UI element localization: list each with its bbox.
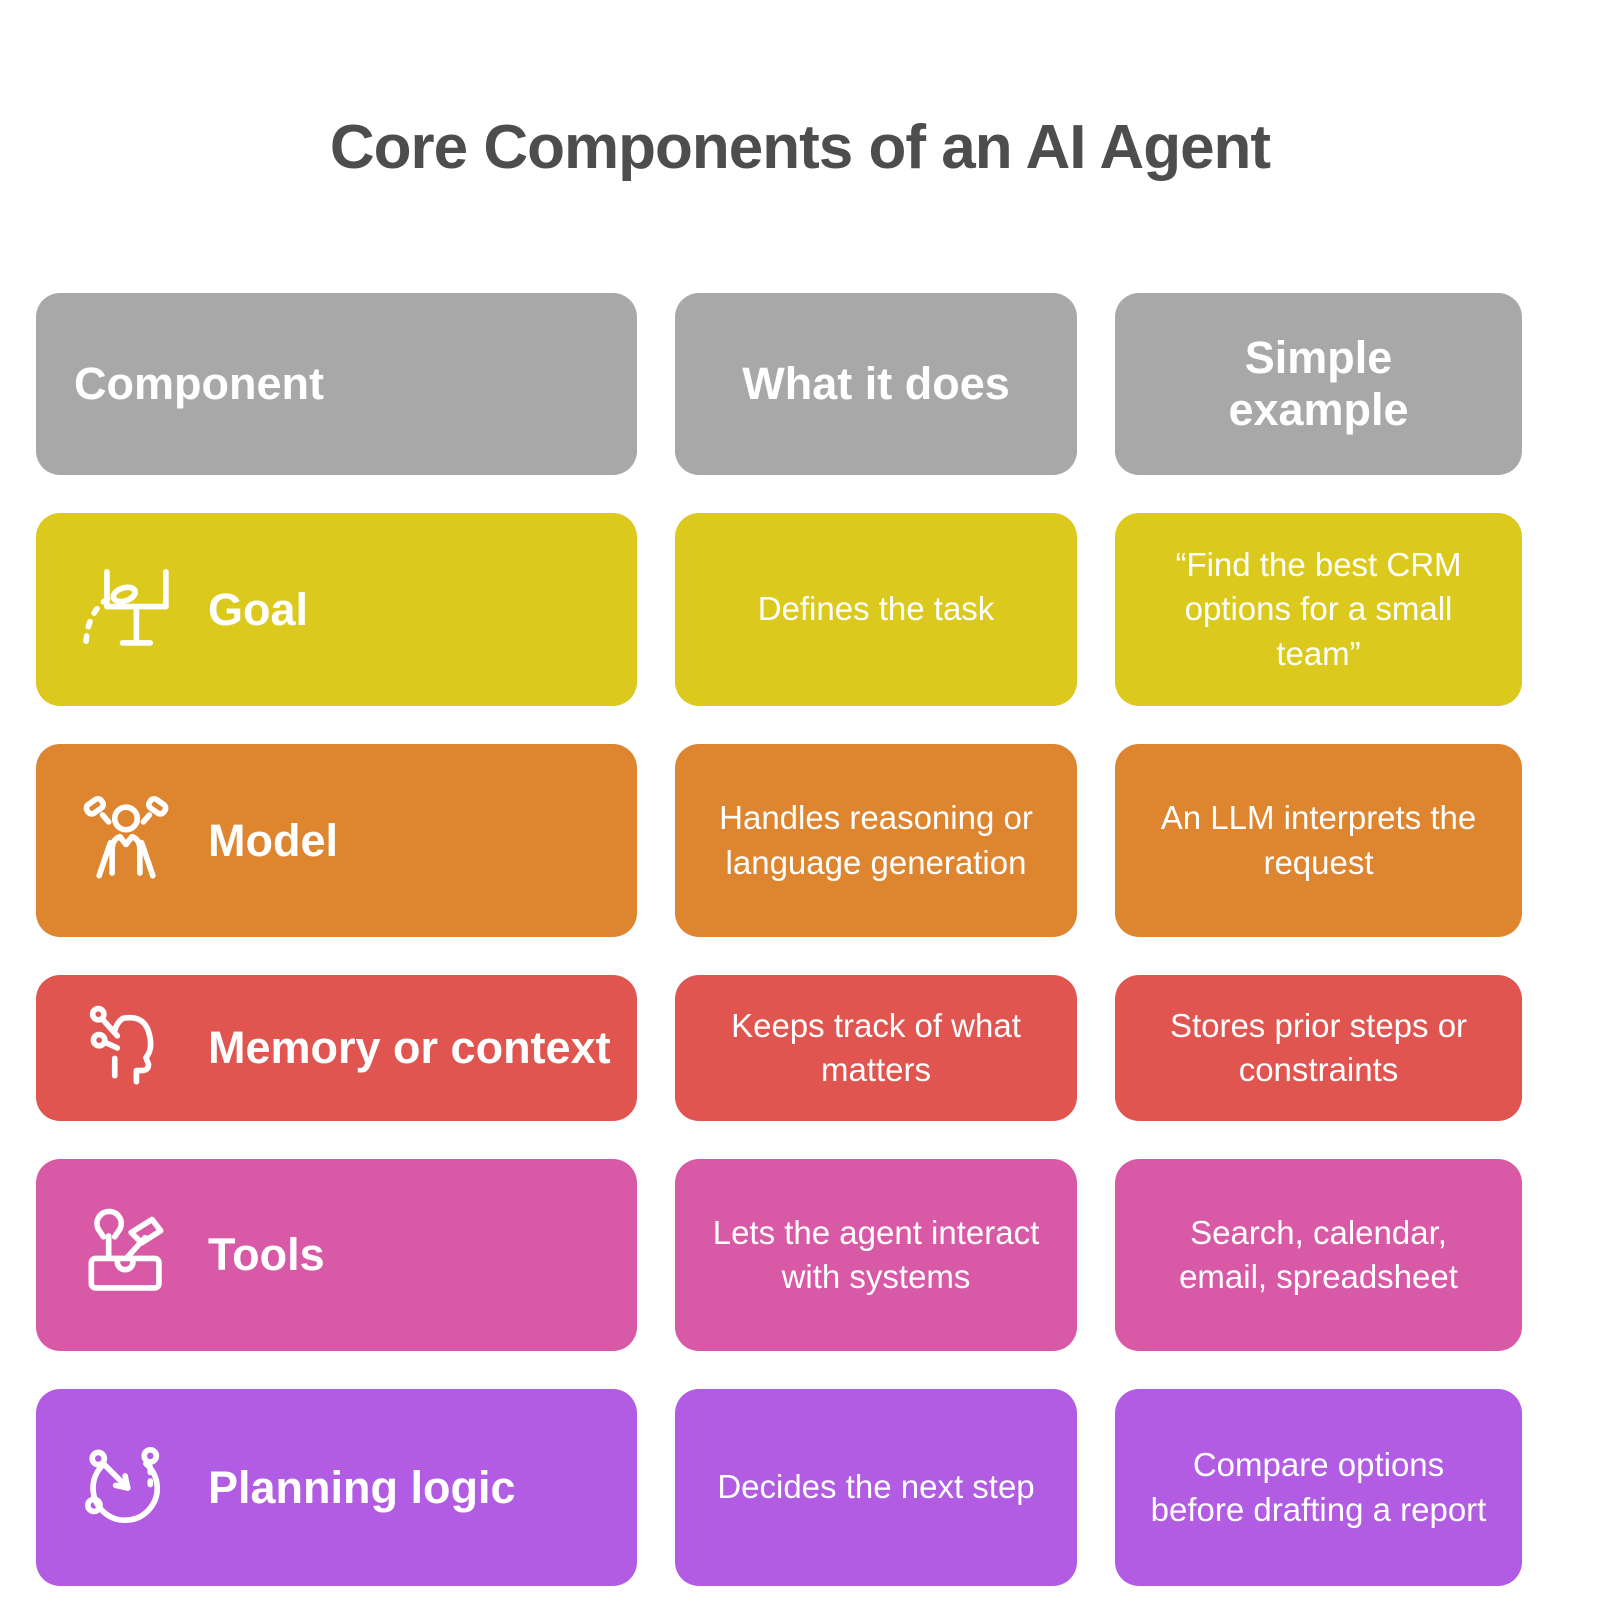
- what-cell-planning: Decides the next step: [675, 1389, 1077, 1586]
- components-table: Component What it does Simple example: [36, 293, 1522, 1586]
- mind-circuit-icon: [74, 996, 178, 1100]
- component-cell-planning: Planning logic: [36, 1389, 637, 1586]
- component-cell-model: Model: [36, 744, 637, 937]
- component-cell-memory: Memory or context: [36, 975, 637, 1121]
- route-plan-icon: [74, 1436, 178, 1540]
- what-cell-tools: Lets the agent interact with systems: [675, 1159, 1077, 1351]
- what-cell-model: Handles reasoning or language generation: [675, 744, 1077, 937]
- example-cell-model: An LLM interprets the request: [1115, 744, 1522, 937]
- example-text: Stores prior steps or constraints: [1169, 1006, 1468, 1088]
- component-label: Tools: [208, 1229, 325, 1280]
- component-cell-goal: Goal: [36, 513, 637, 706]
- example-cell-tools: Search, calendar, email, spreadsheet: [1115, 1159, 1522, 1351]
- header-label-what-it-does: What it does: [742, 358, 1010, 409]
- what-cell-memory: Keeps track of what matters: [675, 975, 1077, 1121]
- example-text: Search, calendar, email, spreadsheet: [1179, 1213, 1458, 1295]
- component-label: Goal: [208, 583, 309, 635]
- what-text: Handles reasoning or language generation: [719, 799, 1033, 881]
- header-label-simple-example: Simple example: [1228, 332, 1409, 435]
- fashion-model-icon: [74, 789, 178, 893]
- what-text: Lets the agent interact with systems: [712, 1213, 1040, 1295]
- what-text: Keeps track of what matters: [731, 1006, 1021, 1088]
- component-label: Memory or context: [208, 1022, 611, 1073]
- header-cell-component: Component: [36, 293, 637, 475]
- example-text: Compare options before drafting a report: [1150, 1446, 1487, 1528]
- example-text: “Find the best CRM options for a small t…: [1175, 546, 1462, 672]
- component-cell-tools: Tools: [36, 1159, 637, 1351]
- example-cell-goal: “Find the best CRM options for a small t…: [1115, 513, 1522, 706]
- example-cell-memory: Stores prior steps or constraints: [1115, 975, 1522, 1121]
- example-text: An LLM interprets the request: [1160, 799, 1477, 881]
- page-title: Core Components of an AI Agent: [329, 113, 1271, 182]
- toolbox-icon: [74, 1203, 178, 1307]
- what-cell-goal: Defines the task: [675, 513, 1077, 706]
- header-cell-simple-example: Simple example: [1115, 293, 1522, 475]
- header-label-component: Component: [74, 358, 324, 409]
- component-label: Model: [208, 814, 338, 866]
- header-cell-what-it-does: What it does: [675, 293, 1077, 475]
- component-label: Planning logic: [208, 1461, 516, 1513]
- goalpost-icon: [74, 558, 178, 662]
- example-cell-planning: Compare options before drafting a report: [1115, 1389, 1522, 1586]
- what-text: Decides the next step: [717, 1468, 1035, 1506]
- what-text: Defines the task: [757, 590, 995, 628]
